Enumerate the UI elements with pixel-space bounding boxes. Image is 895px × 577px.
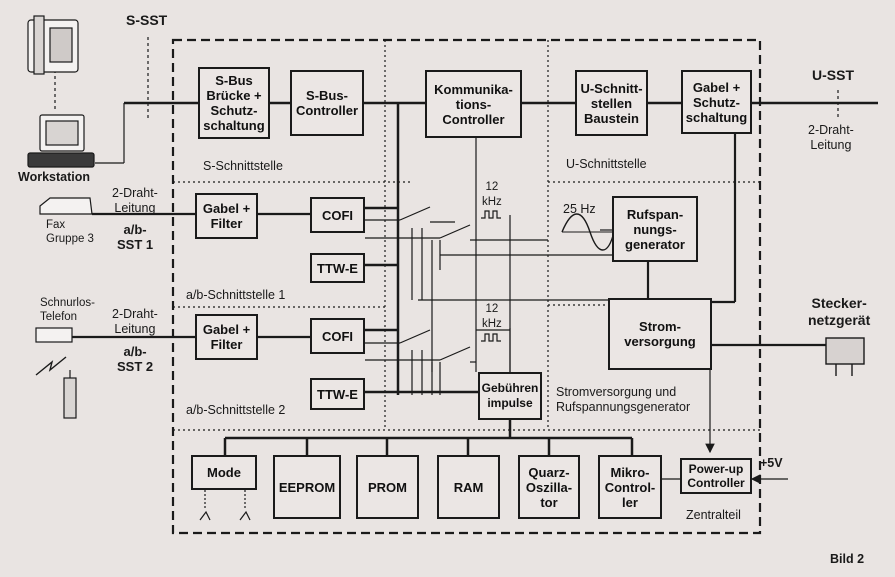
gebuehrenimpulse-block: Gebühren impulse xyxy=(478,372,542,420)
workstation-label: Workstation xyxy=(18,170,90,184)
schnurlos-telefon-label: Schnurlos- Telefon xyxy=(40,297,95,323)
s-sst-label: S-SST xyxy=(126,12,168,28)
gabel-filter-2-block: Gabel + Filter xyxy=(195,314,258,360)
ab-schnittstelle-2-label: a/b-Schnittstelle 2 xyxy=(186,403,286,417)
freq-2-label: 12 kHz xyxy=(482,303,502,330)
ttw-e-1-block: TTW-E xyxy=(310,253,365,283)
ab-lines xyxy=(72,212,310,339)
supply-connections xyxy=(646,130,827,347)
radio-signal-icon xyxy=(35,356,67,376)
fax-icon xyxy=(39,197,93,215)
prom-block: PROM xyxy=(356,455,419,519)
gabel-filter-1-block: Gabel + Filter xyxy=(195,193,258,239)
u-sst-label: U-SST xyxy=(812,67,854,83)
relay-switches-1 xyxy=(365,206,612,300)
terminal-links xyxy=(54,70,125,164)
stromversorgung-rufspannung-label: Stromversorgung und Rufspannungsgenerato… xyxy=(556,385,691,414)
eeprom-block: EEPROM xyxy=(273,455,341,519)
clock-symbol-1 xyxy=(481,210,501,219)
quarz-oszillator-block: Quarz- Oszilla- tor xyxy=(518,455,580,519)
freq-25hz-label: 25 Hz xyxy=(563,202,596,216)
mikro-controller-block: Mikro- Control- ler xyxy=(598,455,662,519)
ab-sst-1-label: a/b- SST 1 xyxy=(117,222,154,252)
ram-block: RAM xyxy=(437,455,500,519)
cofi-2-block: COFI xyxy=(310,318,365,354)
s-bus-controller-block: S-Bus- Controller xyxy=(290,70,364,136)
ab-schnittstelle-1-label: a/b-Schnittstelle 1 xyxy=(186,288,286,302)
fax-label: Fax Gruppe 3 xyxy=(46,219,94,245)
device-boundary xyxy=(171,38,762,535)
power-up-controller-block: Power-up Controller xyxy=(680,458,752,494)
section-dividers xyxy=(173,40,760,431)
stromversorgung-block: Strom- versorgung xyxy=(608,298,712,370)
cofi-1-block: COFI xyxy=(310,197,365,233)
u-schnittstellen-baustein-block: U-Schnitt- stellen Baustein xyxy=(575,70,648,136)
central-bus xyxy=(223,420,634,455)
u-schnittstelle-label: U-Schnittstelle xyxy=(566,157,647,171)
stecker-netzgeraet-label: Stecker- netzgerät xyxy=(808,295,871,328)
plug-power-supply-icon xyxy=(825,337,865,376)
mode-switches xyxy=(199,490,251,521)
plus-5v-label: +5V xyxy=(760,456,783,470)
bild-label: Bild 2 xyxy=(830,552,865,566)
relay-switches-2 xyxy=(365,299,608,395)
s-bus-bruecke-block: S-Bus Brücke + Schutz- schaltung xyxy=(198,67,270,139)
ttw-e-2-block: TTW-E xyxy=(310,378,365,410)
telephone-icon xyxy=(27,15,79,75)
zentralteil-label: Zentralteil xyxy=(686,508,741,522)
freq-1-label: 12 kHz xyxy=(482,181,502,208)
rufspannungsgenerator-block: Rufspan- nungs- generator xyxy=(612,196,698,262)
gabel-schutzschaltung-block: Gabel + Schutz- schaltung xyxy=(681,70,752,134)
s-schnittstelle-label: S-Schnittstelle xyxy=(203,159,283,173)
leitung-1-label: 2-Draht- Leitung xyxy=(112,186,158,215)
u-leitung-label: 2-Draht- Leitung xyxy=(808,123,854,152)
clock-symbol-2 xyxy=(481,333,501,342)
leitung-2-label: 2-Draht- Leitung xyxy=(112,307,158,336)
ab-sst-2-label: a/b- SST 2 xyxy=(117,344,154,374)
cordless-phone-icon xyxy=(35,327,77,419)
controller-bus xyxy=(365,103,478,395)
kommunikations-controller-block: Kommunika- tions- Controller xyxy=(425,70,522,138)
workstation-icon xyxy=(27,114,95,168)
mode-block: Mode xyxy=(191,455,257,490)
